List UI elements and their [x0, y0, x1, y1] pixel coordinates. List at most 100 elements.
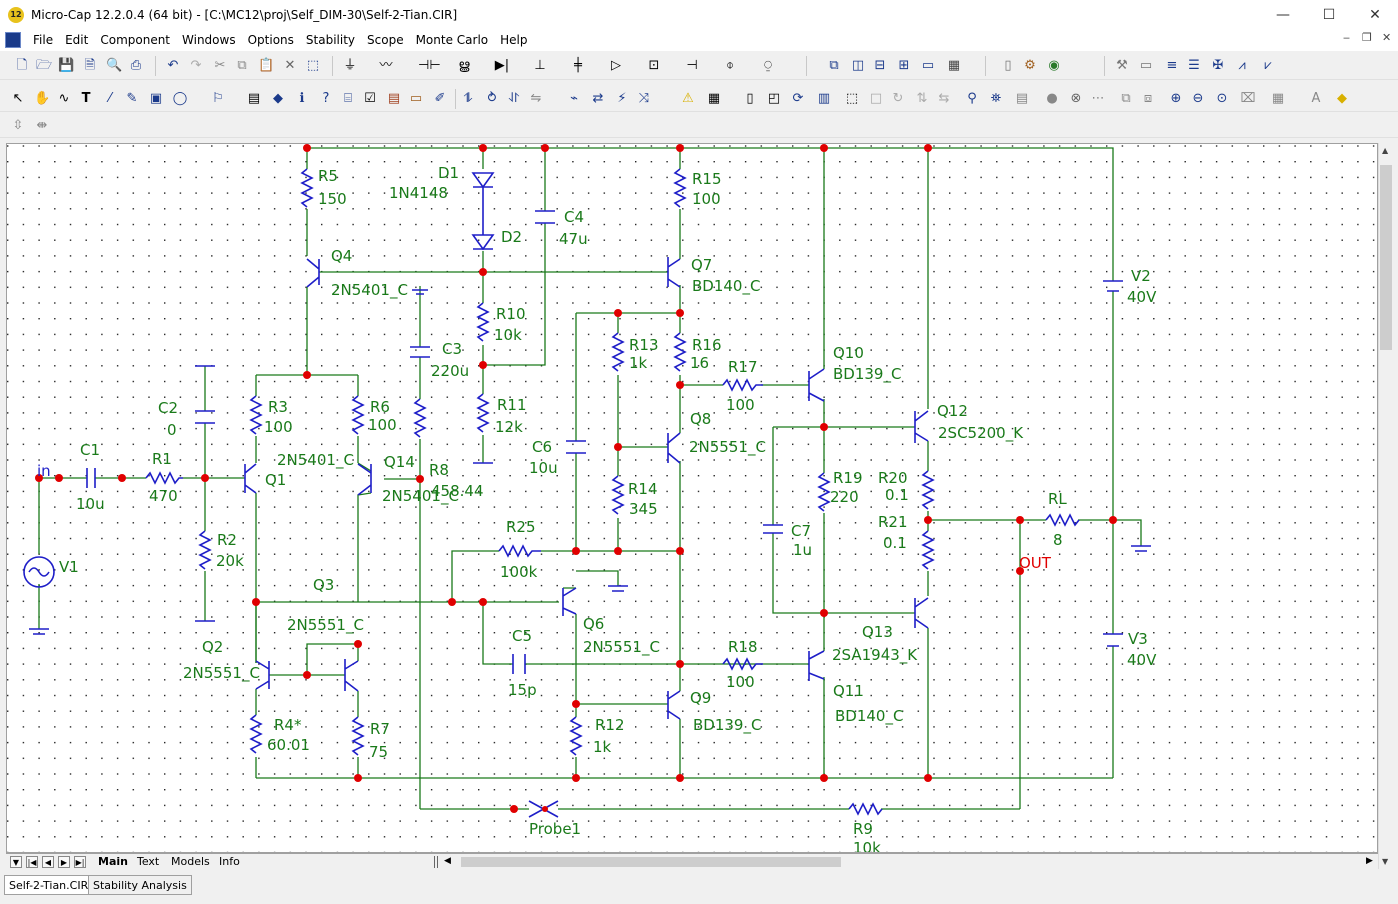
pan-mode-icon[interactable]: ✋ — [34, 91, 51, 106]
info-icon[interactable]: ℹ — [299, 91, 305, 106]
grid-text-icon[interactable]: ▤ — [247, 91, 261, 106]
page-icon[interactable]: ▯ — [1004, 58, 1012, 73]
capacitor-component-icon[interactable]: ⊣⊢ — [418, 58, 441, 73]
mdi-restore-button[interactable]: ❐ — [1362, 31, 1372, 44]
menu-monte-carlo[interactable]: Monte Carlo — [415, 33, 489, 47]
flip-disabled-icon[interactable]: ⇅ — [916, 91, 928, 106]
tile-horizontal-icon[interactable]: ⊟ — [874, 58, 886, 73]
zoom-fit-icon[interactable]: ⊙ — [1216, 91, 1228, 106]
stop-icon[interactable]: ⊗ — [1070, 91, 1082, 106]
component-library-icon[interactable]: ⚙ — [1024, 58, 1036, 73]
pin-icon[interactable]: ▭ — [409, 91, 423, 106]
mdi-close-button[interactable]: ✕ — [1382, 31, 1392, 44]
step-icon[interactable]: ⥯ — [509, 91, 519, 106]
node-voltage-icon[interactable]: ⌁ — [570, 91, 578, 106]
scroll-left-icon[interactable]: ◀ — [444, 856, 451, 866]
menu-options[interactable]: Options — [247, 33, 294, 47]
undo-icon[interactable]: ↶ — [167, 58, 179, 73]
new-file-icon[interactable]: 🗋 — [16, 58, 28, 73]
rotate-disabled-icon[interactable]: ↻ — [892, 91, 904, 106]
menu-edit[interactable]: Edit — [65, 33, 89, 47]
tab-menu-icon[interactable]: ▼ — [10, 856, 22, 868]
power-icon[interactable]: ⚡ — [617, 91, 627, 106]
display-icon[interactable]: ⌸ — [344, 91, 352, 106]
page-view-icon[interactable]: ▯ — [746, 91, 754, 106]
scroll-up-icon[interactable]: ▲ — [1382, 146, 1389, 155]
source-component-icon[interactable]: ⌽ — [726, 58, 734, 73]
system-menu-icon[interactable] — [5, 32, 21, 48]
font-icon[interactable]: A — [1311, 91, 1321, 106]
cut-icon[interactable]: ✂ — [214, 58, 226, 73]
scroll-down-icon[interactable]: ▼ — [1382, 857, 1389, 866]
tab-splitter[interactable] — [434, 856, 438, 868]
calculator-icon[interactable]: ▦ — [947, 58, 961, 73]
tab-text[interactable]: Text — [137, 855, 160, 868]
ground-component-icon[interactable]: ⏚ — [343, 58, 357, 73]
page-fold-icon[interactable]: ◰ — [767, 91, 781, 106]
last-tab-icon[interactable]: ▶| — [74, 856, 86, 868]
cascade-icon[interactable]: ⧉ — [829, 58, 839, 73]
transistor-component-icon[interactable]: ⊥ — [534, 58, 546, 73]
inductor-component-icon[interactable]: ൠ — [458, 58, 470, 73]
select-mode-icon[interactable]: ↖ — [12, 91, 24, 106]
component-editor-icon[interactable]: ▥ — [817, 91, 831, 106]
edit-icon[interactable]: ✐ — [434, 91, 446, 106]
mirror-icon[interactable]: ⇋ — [530, 91, 542, 106]
save-icon[interactable]: 💾 — [58, 58, 75, 73]
shapes-icon[interactable]: ◯ — [172, 91, 188, 106]
window-icon[interactable]: ▭ — [921, 58, 935, 73]
analysis-icon[interactable]: ⩗ — [1264, 58, 1272, 73]
node-numbers-icon[interactable]: ◆ — [273, 91, 283, 106]
paste-disabled-icon[interactable]: ⧈ — [1143, 91, 1153, 106]
menu-component[interactable]: Component — [100, 33, 171, 47]
mosfet-component-icon[interactable]: ╪ — [574, 58, 582, 73]
battery-component-icon[interactable]: ⊣ — [686, 58, 698, 73]
first-tab-icon[interactable]: |◀ — [26, 856, 38, 868]
blank-icon[interactable]: □ — [869, 91, 883, 106]
rubberband-icon[interactable]: ⥮ — [463, 91, 473, 106]
line-mode-icon[interactable]: ⁄ — [108, 91, 112, 106]
settings-list-icon[interactable]: ☰ — [1188, 58, 1200, 73]
condition-icon[interactable]: ⤨ — [638, 91, 650, 106]
warning-icon[interactable]: ⚠ — [682, 91, 694, 106]
align-horizontal-icon[interactable]: ⇼ — [36, 118, 48, 133]
clear-icon[interactable]: ✕ — [284, 58, 296, 73]
text-mode-icon[interactable]: T — [81, 91, 91, 106]
current-source-icon[interactable]: ⍜ — [764, 58, 772, 73]
rotate-icon[interactable]: ⥁ — [487, 91, 497, 106]
save-as-icon[interactable]: 🗎 — [84, 58, 96, 73]
attribute-icon[interactable]: ▤ — [387, 91, 401, 106]
menu-windows[interactable]: Windows — [182, 33, 236, 47]
opamp-component-icon[interactable]: ▷ — [611, 58, 621, 73]
refresh-icon[interactable]: ⟳ — [792, 91, 804, 106]
camera-icon[interactable]: ⌧ — [1240, 91, 1256, 106]
close-button[interactable]: ✕ — [1369, 6, 1381, 23]
align-vertical-icon[interactable]: ⇳ — [12, 118, 24, 133]
blank-page-icon[interactable]: ▭ — [1139, 58, 1153, 73]
split-icon[interactable]: ⊞ — [898, 58, 910, 73]
pen-mode-icon[interactable]: ✎ — [126, 91, 138, 106]
select-all-icon[interactable]: ⬚ — [306, 58, 320, 73]
tab-info[interactable]: Info — [219, 855, 240, 868]
grid-icon[interactable]: ▦ — [707, 91, 721, 106]
menu-file[interactable]: File — [33, 33, 54, 47]
help-icon[interactable]: ? — [322, 91, 330, 106]
zoom-out-icon[interactable]: ⊖ — [1192, 91, 1204, 106]
horizontal-scroll-thumb[interactable] — [461, 857, 841, 867]
tile-vertical-icon[interactable]: ◫ — [851, 58, 865, 73]
copy-disabled-icon[interactable]: ⧉ — [1121, 91, 1131, 106]
minimize-button[interactable]: — — [1276, 6, 1290, 23]
globe-icon[interactable]: ◉ — [1048, 58, 1060, 73]
open-file-icon[interactable]: 🗁 — [36, 58, 53, 73]
print-icon[interactable]: ⎙ — [130, 58, 142, 73]
zoom-in-icon[interactable]: ⊕ — [1170, 91, 1182, 106]
schematic-canvas[interactable]: R5 150 D1 1N4148 D2 C4 47u R15 100 Q4 2N… — [6, 143, 1378, 853]
copy-icon[interactable]: ⧉ — [237, 58, 247, 73]
doc-tab-circuit[interactable]: Self-2-Tian.CIR — [4, 875, 94, 895]
menu-stability[interactable]: Stability — [305, 33, 356, 47]
color-icon[interactable]: ◆ — [1337, 91, 1347, 106]
menu-help[interactable]: Help — [500, 33, 528, 47]
find-icon[interactable]: ⚲ — [967, 91, 977, 106]
layout-icon[interactable]: ▦ — [1271, 91, 1285, 106]
diode-component-icon[interactable]: ▶| — [494, 58, 510, 73]
